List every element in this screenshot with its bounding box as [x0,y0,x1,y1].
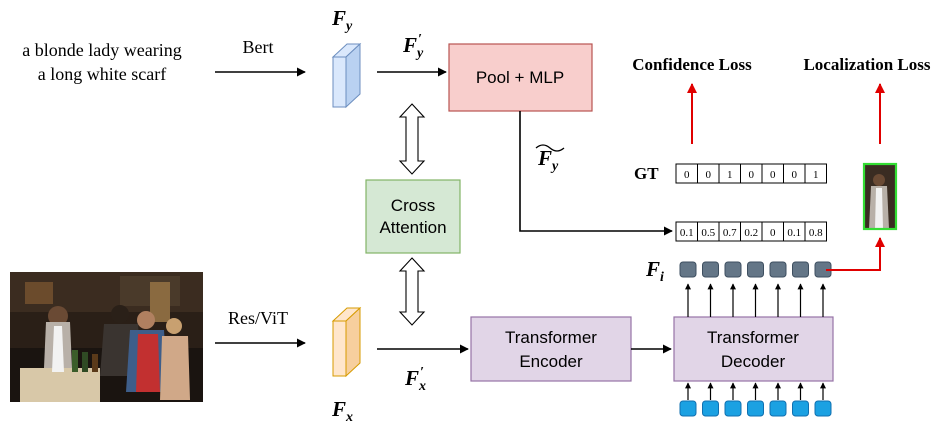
text-query-line-1: a blonde lady wearing [22,40,181,60]
transformer-encoder-label-2: Encoder [519,352,583,371]
pool-mlp-box [448,43,593,112]
gt-value: 1 [813,169,819,181]
prediction-value: 0 [770,227,776,239]
input-token [769,400,787,417]
transformer-decoder-box [673,316,834,382]
query-token [792,261,809,278]
query-token [747,261,764,278]
input-token [724,400,742,417]
query-token [679,261,697,278]
query-token [702,261,719,278]
transformer-decoder-label-1: Transformer [707,328,799,347]
prediction-value: 0.1 [787,227,801,239]
double-arrow-top [398,103,426,175]
gt-value: 0 [706,169,712,181]
confidence-loss-label: Confidence Loss [632,55,752,74]
bert-label: Bert [243,37,274,57]
prediction-cell [804,221,827,242]
transformer-encoder-box [470,316,632,382]
cross-attention-label-2: Attention [379,218,446,237]
prediction-value: 0.5 [701,227,715,239]
input-token-row [679,382,832,417]
gt-value: 1 [727,169,733,181]
tilde-mark [535,144,565,152]
pooled-feature-arrow [519,111,673,236]
transformer-decoder-label-2: Decoder [721,352,786,371]
text-feature-cube [331,42,362,109]
input-token [814,400,832,417]
query-feature-label: Fi [645,257,664,285]
cross-attention-box [365,179,461,254]
input-token [747,400,764,417]
gt-value-row: 0 0 1 0 0 0 1 [675,163,827,184]
cropped-detection-image [862,162,898,231]
cross-attention-label-1: Cross [391,196,435,215]
input-token [792,400,809,417]
prediction-value: 0.8 [809,227,823,239]
prediction-value: 0.2 [744,227,758,239]
input-token [702,400,719,417]
image-feature-label: Fx [331,397,353,423]
double-arrow-bottom [398,257,426,326]
gt-cell [804,163,827,184]
localization-loss-label: Localization Loss [803,55,930,74]
query-to-crop-arrow [826,237,885,271]
query-token [724,261,742,278]
image-feature-proj-label: F′x [404,365,426,394]
query-token-row [679,261,832,317]
gt-value: 0 [792,169,798,181]
prediction-value-row: 0.1 0.5 0.7 0.2 0 0.1 0.8 [675,221,827,242]
input-image [10,272,203,402]
transformer-encoder-label-1: Transformer [505,328,597,347]
text-query-line-2: a long white scarf [38,64,166,84]
prediction-value: 0.1 [680,227,694,239]
pool-mlp-label: Pool + MLP [476,68,564,87]
gt-label: GT [634,164,659,183]
pooled-feature-label: Fy [537,146,559,174]
query-token [769,261,787,278]
prediction-value: 0.7 [723,227,737,239]
input-token [679,400,697,417]
text-feature-label: Fy [331,6,353,34]
resvit-label: Res/ViT [228,308,288,328]
text-feature-proj-label: F′y [402,32,424,61]
gt-value: 0 [749,169,755,181]
gt-value: 0 [770,169,776,181]
gt-value: 0 [684,169,690,181]
image-feature-cube [331,306,362,378]
